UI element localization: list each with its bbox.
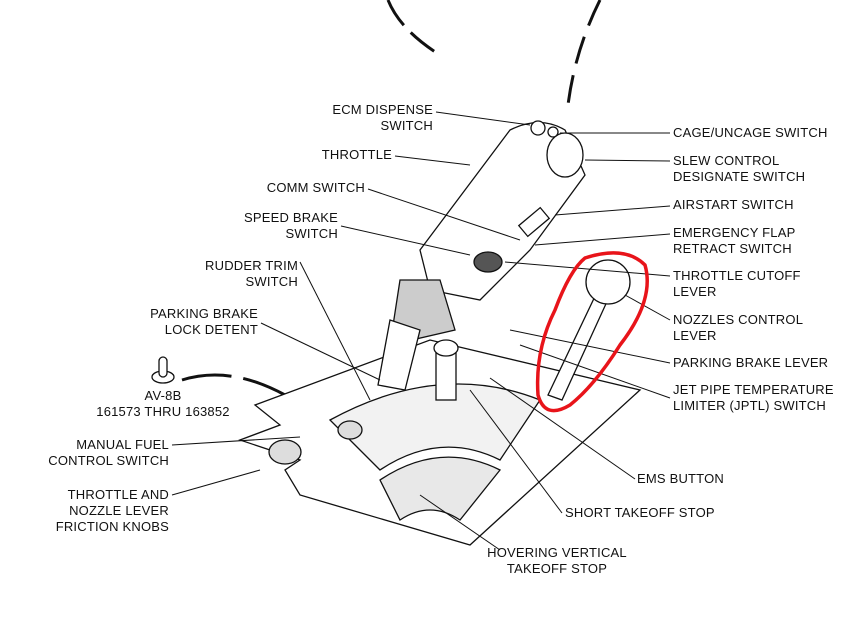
break-line-right — [566, 0, 602, 106]
highlight-circle — [535, 251, 649, 413]
label-short-takeoff-stop: SHORT TAKEOFF STOP — [565, 505, 715, 520]
break-line-left — [181, 373, 331, 422]
label-comm-switch: COMM SWITCH — [266, 180, 365, 195]
leader-lines — [171, 111, 671, 551]
nozzle-lever-knob — [585, 259, 631, 305]
label-cage-uncage-switch: CAGE/UNCAGE SWITCH — [673, 125, 828, 140]
quadrant-scale — [379, 456, 502, 521]
break-line-top — [386, 0, 441, 57]
throttle-arm — [377, 319, 421, 391]
label-ems-button: EMS BUTTON — [637, 471, 724, 486]
parking-brake-post — [435, 349, 457, 401]
label-throttle: THROTTLE — [321, 147, 392, 162]
airstart-switch — [517, 206, 551, 238]
ecm-button — [530, 120, 546, 136]
label-airstart-switch: AIRSTART SWITCH — [673, 197, 794, 212]
slew-control — [546, 132, 584, 178]
cage-button — [547, 126, 559, 138]
friction-knob — [268, 439, 302, 465]
manual-fuel-switch — [337, 420, 363, 440]
throttle-grip — [419, 121, 586, 301]
parking-brake-knob — [433, 339, 459, 357]
speed-brake-switch — [473, 251, 503, 273]
label-parking-brake-lever: PARKING BRAKE LEVER — [673, 355, 829, 370]
